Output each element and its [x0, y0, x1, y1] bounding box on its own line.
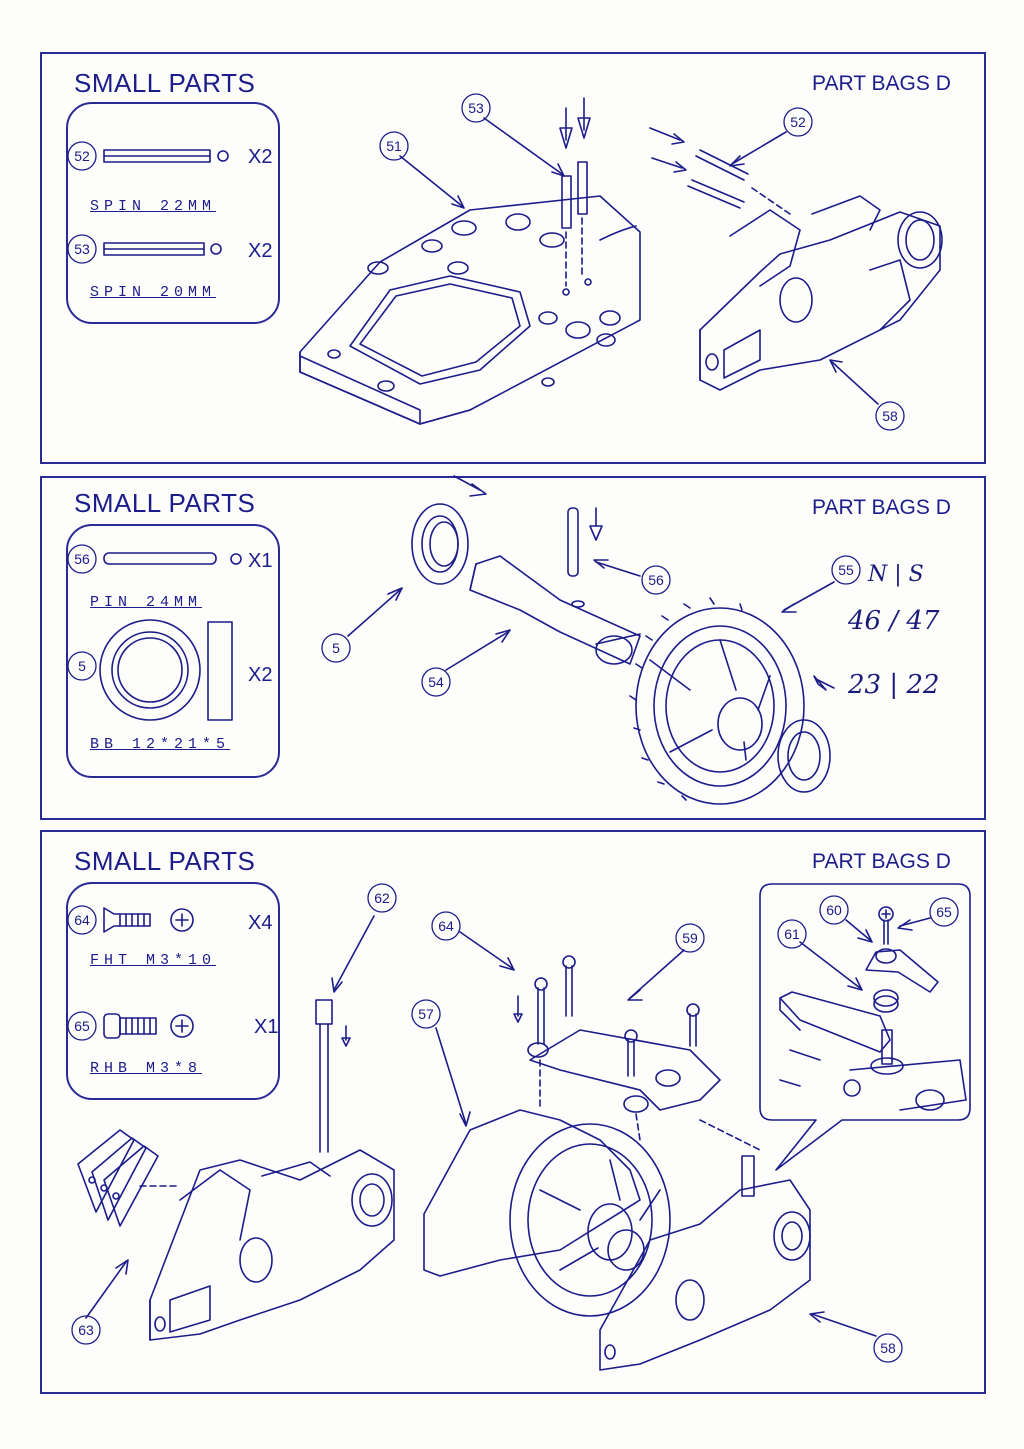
- standoff-pins-53: [559, 97, 592, 296]
- panel-3-small-parts-box: X4 FHT M3*10 X1 RHB M3*8: [66, 882, 280, 1100]
- detail-inset-60-61-65: [759, 883, 971, 1171]
- callout-65: 65: [936, 904, 952, 920]
- handwritten-row-1: N | S: [868, 562, 924, 587]
- callout-63: 63: [78, 1322, 94, 1338]
- pin-56-icon: [103, 552, 242, 565]
- panel-3-title: SMALL PARTS: [74, 846, 256, 876]
- pins-52-and-bulkhead-58: [649, 127, 943, 391]
- callout-58-bottom: 58: [880, 1340, 896, 1356]
- callout-59: 59: [682, 930, 698, 946]
- handwritten-row-2: 46 / 47: [848, 606, 940, 636]
- panel-1-spin-pins: SMALL PARTS PART BAGS D X2 SPIN 22MM X2 …: [40, 52, 986, 464]
- panel-1-bag-label: PART BAGS D: [812, 72, 951, 95]
- pin-53-icon: [103, 242, 222, 256]
- panel-3-bulkhead-assembly: SMALL PARTS PART BAGS D X4 FHT M3*10 X1 …: [40, 830, 986, 1394]
- bulkhead-with-linkage-62: [139, 999, 395, 1341]
- screw-64-icon: [103, 907, 194, 933]
- callout-53-icon-label: 53: [74, 241, 90, 257]
- item-64-spec: FHT M3*10: [90, 952, 217, 969]
- callout-56-icon-label: 56: [74, 551, 90, 567]
- item-52-spec: SPIN 22MM: [90, 198, 217, 215]
- item-56-spec: PIN 24MM: [90, 594, 203, 611]
- callout-55: 55: [838, 562, 854, 578]
- callout-64: 64: [438, 918, 454, 934]
- panel-2-bag-label: PART BAGS D: [812, 496, 951, 519]
- panel-2-gear-shaft: SMALL PARTS PART BAGS D X1 PIN 24MM X2 B…: [40, 476, 986, 820]
- pin-52-icon: [103, 149, 229, 163]
- item-53-qty: X2: [248, 240, 273, 262]
- callout-65-icon-label: 65: [74, 1018, 90, 1034]
- panel-1-small-parts-box: X2 SPIN 22MM X2 SPIN 20MM: [66, 102, 280, 324]
- leader-lines: [85, 117, 931, 1337]
- callout-62: 62: [374, 890, 390, 906]
- item-64-qty: X4: [248, 912, 273, 934]
- handwritten-row-3: 23 | 22: [848, 670, 940, 700]
- callout-5-icon-label: 5: [78, 658, 86, 674]
- panel-2-title: SMALL PARTS: [74, 488, 256, 518]
- pin-56-item: [567, 507, 603, 577]
- callout-5: 5: [332, 640, 340, 656]
- item-52-qty: X2: [248, 146, 273, 168]
- callout-53: 53: [468, 100, 484, 116]
- item-5-spec: BB 12*21*5: [90, 736, 231, 753]
- panel-2-small-parts-box: X1 PIN 24MM X2 BB 12*21*5: [66, 524, 280, 778]
- item-56-qty: X1: [248, 550, 273, 572]
- bearing-5-icon: [99, 619, 233, 721]
- callout-52: 52: [790, 114, 806, 130]
- chassis-plate-51: [299, 195, 641, 425]
- spur-gear-55: [629, 597, 835, 805]
- callout-58-top: 58: [882, 408, 898, 424]
- item-65-spec: RHB M3*8: [90, 1060, 203, 1077]
- panel-1-title: SMALL PARTS: [74, 68, 256, 98]
- callout-54: 54: [428, 674, 444, 690]
- callout-60: 60: [826, 902, 842, 918]
- item-65-qty: X1: [254, 1016, 279, 1038]
- callout-64-icon-label: 64: [74, 912, 90, 928]
- item-53-spec: SPIN 20MM: [90, 284, 217, 301]
- brake-pads-63: [77, 1129, 159, 1227]
- callout-57: 57: [418, 1006, 434, 1022]
- center-assembly-57-59: [423, 955, 811, 1371]
- screw-65-icon: [103, 1013, 194, 1039]
- callout-52-icon-label: 52: [74, 148, 90, 164]
- shaft-54-and-bearing-5: [411, 475, 641, 665]
- callout-numbers: 52 53 51 53 52 58 56 5 5 54 56 55 64 65 …: [74, 100, 952, 1356]
- item-5-qty: X2: [248, 664, 273, 686]
- callout-56: 56: [648, 572, 664, 588]
- callouts: [67, 93, 959, 1363]
- panel-3-bag-label: PART BAGS D: [812, 850, 951, 873]
- callout-61: 61: [784, 926, 800, 942]
- callout-51: 51: [386, 138, 402, 154]
